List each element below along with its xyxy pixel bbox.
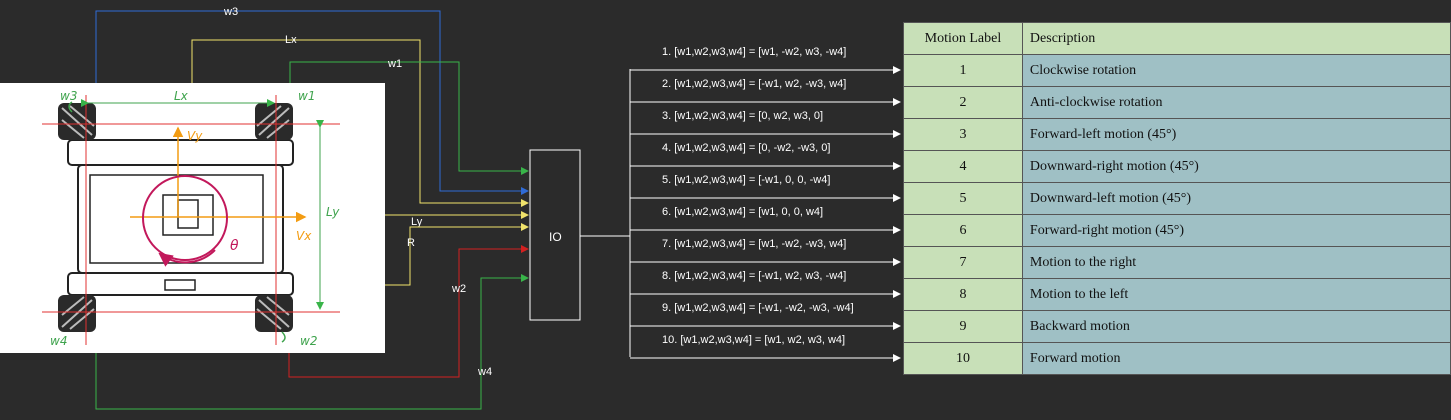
description-cell: Motion to the right: [1021, 246, 1451, 279]
sketch-w3-label: w3: [60, 89, 77, 103]
wire-ly-label: Ly: [411, 216, 423, 228]
motion-equation: 3. [w1,w2,w3,w4] = [0, w2, w3, 0]: [662, 110, 823, 122]
motion-label-cell: 4: [903, 150, 1023, 183]
wire-lx-label: Lx: [285, 34, 297, 46]
wire-w3-label: w3: [223, 6, 238, 18]
output-fan: [629, 66, 901, 362]
w2-rotation-hook: [281, 331, 286, 343]
motion-equation: 8. [w1,w2,w3,w4] = [-w1, w2, w3, -w4]: [662, 270, 846, 282]
wheel-w2: [255, 295, 293, 332]
wheel-w3: [58, 103, 96, 140]
motion-label-cell: 7: [903, 246, 1023, 279]
motion-label-cell: 5: [903, 182, 1023, 215]
wire-w1-label: w1: [387, 58, 402, 70]
chassis-inner: [89, 174, 264, 264]
description-cell: Anti-clockwise rotation: [1021, 86, 1451, 119]
motion-label-cell: 3: [903, 118, 1023, 151]
description-cell: Clockwise rotation: [1021, 54, 1451, 87]
motion-equation: 5. [w1,w2,w3,w4] = [-w1, 0, 0, -w4]: [662, 174, 830, 186]
wire-w4-label: w4: [477, 366, 492, 378]
motion-label-cell: 8: [903, 278, 1023, 311]
sketch-vx-label: Vx: [296, 229, 312, 243]
chassis-bottom-plate: [67, 272, 294, 296]
motion-equation: 4. [w1,w2,w3,w4] = [0, -w2, -w3, 0]: [662, 142, 830, 154]
motion-equation: 6. [w1,w2,w3,w4] = [w1, 0, 0, w4]: [662, 206, 823, 218]
io-label: IO: [549, 230, 562, 244]
wire-r-label: R: [407, 237, 415, 249]
motion-equations: 1. [w1,w2,w3,w4] = [w1, -w2, w3, -w4] 2. …: [662, 46, 854, 346]
description-cell: Motion to the left: [1021, 278, 1451, 311]
wire-w2: [288, 245, 529, 378]
robot-sketch: Lx Ly w3 w1 w4 w2 Vy Vx θ: [0, 83, 385, 353]
chassis-bracket: [164, 279, 196, 291]
wire-w3: [95, 10, 529, 195]
sketch-w1-label: w1: [298, 89, 315, 103]
sketch-w4-label: w4: [50, 334, 67, 348]
header-description: Description: [1021, 22, 1451, 55]
motion-label-cell: 2: [903, 86, 1023, 119]
sketch-lx-label: Lx: [174, 89, 189, 103]
wire-r: [385, 223, 529, 286]
table-header-row: Motion Label Description: [903, 22, 1451, 55]
wheel-w4: [58, 295, 96, 332]
description-cell: Backward motion: [1021, 310, 1451, 343]
description-cell: Downward-left motion (45°): [1021, 182, 1451, 215]
motion-equation: 10. [w1,w2,w3,w4] = [w1, w2, w3, w4]: [662, 334, 845, 346]
sketch-ly-label: Ly: [326, 205, 340, 219]
wire-w4: [95, 274, 529, 410]
input-wires: w3 Lx w1 Ly R w2 w4: [95, 6, 529, 410]
wire-lx: [191, 39, 529, 207]
sketch-w2-label: w2: [300, 334, 317, 348]
sketch-vy-label: Vy: [187, 129, 203, 143]
motion-equation: 1. [w1,w2,w3,w4] = [w1, -w2, w3, -w4]: [662, 46, 846, 58]
motion-equation: 7. [w1,w2,w3,w4] = [w1, -w2, -w3, w4]: [662, 238, 846, 250]
wire-w2-label: w2: [451, 283, 466, 295]
wheel-w1: [255, 103, 293, 140]
motion-equation: 2. [w1,w2,w3,w4] = [-w1, w2, -w3, w4]: [662, 78, 846, 90]
io-box: [529, 149, 581, 321]
description-cell: Forward-right motion (45°): [1021, 214, 1451, 247]
header-motion-label: Motion Label: [903, 22, 1023, 55]
rotation-circle: [142, 175, 228, 261]
motion-label-cell: 10: [903, 342, 1023, 375]
center-hub: [162, 194, 214, 236]
motion-equation: 9. [w1,w2,w3,w4] = [-w1, -w2, -w3, -w4]: [662, 302, 854, 314]
sketch-theta-label: θ: [230, 238, 239, 254]
description-cell: Forward-left motion (45°): [1021, 118, 1451, 151]
motion-label-cell: 6: [903, 214, 1023, 247]
rotation-arrow: [158, 249, 216, 267]
description-cell: Downward-right motion (45°): [1021, 150, 1451, 183]
w3-rotation-hook: [68, 101, 73, 113]
wire-w1: [289, 61, 529, 175]
motion-label-cell: 1: [903, 54, 1023, 87]
description-cell: Forward motion: [1021, 342, 1451, 375]
io-block: IO: [529, 149, 630, 321]
motion-label-cell: 9: [903, 310, 1023, 343]
